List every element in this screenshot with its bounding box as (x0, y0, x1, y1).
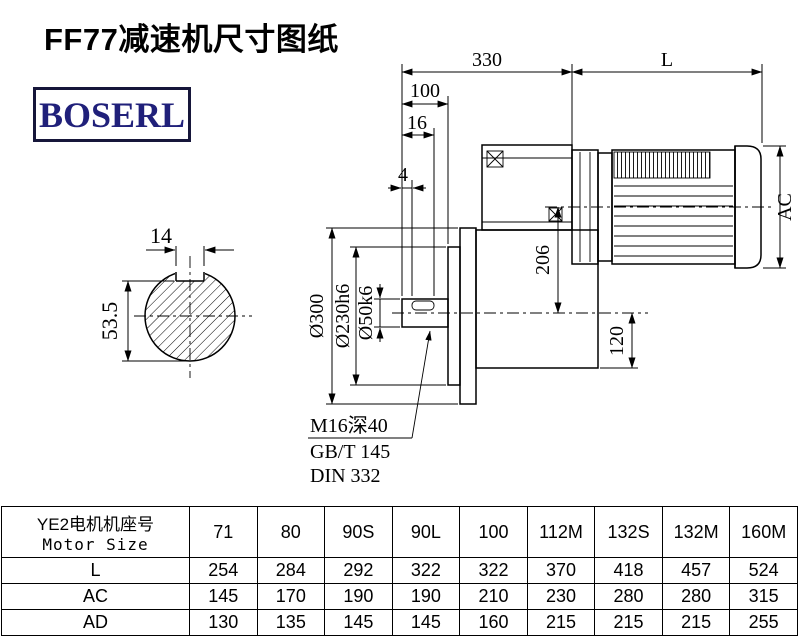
table-col-header: 80 (256, 506, 326, 558)
tap-hole-note: M16深40 (310, 414, 388, 437)
key-height-label: 53.5 (97, 302, 122, 341)
table-cell: 280 (594, 583, 663, 610)
table-row-AC: AC 145 170 190 190 210 230 280 280 315 (1, 583, 798, 610)
din-standard-note: DIN 332 (310, 465, 381, 487)
table-cell: 322 (459, 557, 528, 584)
table-col-header: 71 (189, 506, 258, 558)
shaft-length-label: 100 (410, 80, 440, 102)
table-col-header: 112M (526, 506, 596, 558)
table-header-row: YE2电机机座号 Motor Size 71 80 90S 90L 100 11… (1, 506, 798, 558)
top-dimensions: 330 L 100 16 4 (388, 49, 763, 296)
boserl-logo-text: BOSERL (38, 94, 186, 135)
table-cell: 284 (256, 557, 326, 584)
table-cell: 215 (594, 609, 663, 636)
table-cell: 315 (729, 583, 798, 610)
keyway-height-dimension: 53.5 (97, 280, 192, 362)
table-cell: 322 (391, 557, 461, 584)
row-label: AD (1, 609, 190, 636)
table-cell: 215 (526, 609, 596, 636)
table-col-header: 90L (391, 506, 461, 558)
dimension-drawing: 14 53.5 (97, 49, 796, 487)
motor-diameter-label: AC (774, 193, 796, 221)
output-flange (447, 227, 477, 405)
table-cell: 145 (189, 583, 258, 610)
table-cell: 524 (729, 557, 798, 584)
dim4-label: 4 (398, 164, 408, 186)
table-cell: 170 (256, 583, 326, 610)
table-col-header: 90S (324, 506, 393, 558)
table-cell: 210 (459, 583, 528, 610)
table-cell: 230 (526, 583, 596, 610)
table-cell: 280 (661, 583, 731, 610)
motor-size-table: YE2电机机座号 Motor Size 71 80 90S 90L 100 11… (1, 506, 798, 636)
page-title: FF77减速机尺寸图纸 (44, 22, 339, 57)
table-cell: 160 (459, 609, 528, 636)
table-cell: 418 (594, 557, 663, 584)
motor-size-header: YE2电机机座号 Motor Size (1, 506, 190, 558)
table-col-header: 132S (594, 506, 663, 558)
diameter-dimensions: Ø300 Ø230h6 Ø50k6 (306, 227, 458, 405)
dim16-label: 16 (407, 112, 427, 134)
vertical-dimensions: 206 120 AC (532, 145, 796, 369)
boserl-logo: BOSERL (33, 87, 191, 142)
table-col-header: 100 (459, 506, 528, 558)
spigot-diameter-label: Ø230h6 (332, 284, 354, 348)
table-cell: 190 (391, 583, 461, 610)
table-row-AD: AD 130 135 145 145 160 215 215 215 255 (1, 609, 798, 636)
table-cell: 145 (324, 609, 393, 636)
shaft-section-view (134, 256, 252, 378)
overall-length-label: 330 (472, 49, 502, 71)
table-col-header: 132M (661, 506, 731, 558)
row-label: L (1, 557, 190, 584)
header-line-en: Motor Size (42, 535, 149, 554)
gb-standard-note: GB/T 145 (310, 441, 390, 463)
table-cell: 145 (391, 609, 461, 636)
machining-marks (486, 150, 563, 222)
header-line-cn: YE2电机机座号 (36, 515, 155, 534)
keyway-width-dimension: 14 (146, 223, 234, 266)
table-col-header: 160M (729, 506, 798, 558)
table-cell: 370 (526, 557, 596, 584)
flange-diameter-label: Ø300 (306, 294, 328, 338)
table-cell: 215 (661, 609, 731, 636)
table-cell: 254 (189, 557, 258, 584)
table-cell: 457 (661, 557, 731, 584)
row-label: AC (1, 583, 190, 610)
key-width-label: 14 (150, 223, 172, 248)
motor-length-label: L (661, 49, 673, 71)
bottom-height-label: 120 (606, 326, 628, 356)
table-row-L: L 254 284 292 322 322 370 418 457 524 (1, 557, 798, 584)
table-cell: 292 (324, 557, 393, 584)
table-cell: 255 (729, 609, 798, 636)
table-cell: 190 (324, 583, 393, 610)
table-cell: 135 (256, 609, 326, 636)
table-cell: 130 (189, 609, 258, 636)
gear-housing (475, 144, 599, 369)
shaft-diameter-label: Ø50k6 (355, 286, 377, 340)
center-lines (392, 206, 772, 314)
center-height-label: 206 (532, 245, 554, 275)
shaft-end-notes: M16深40 GB/T 145 DIN 332 (308, 330, 432, 487)
